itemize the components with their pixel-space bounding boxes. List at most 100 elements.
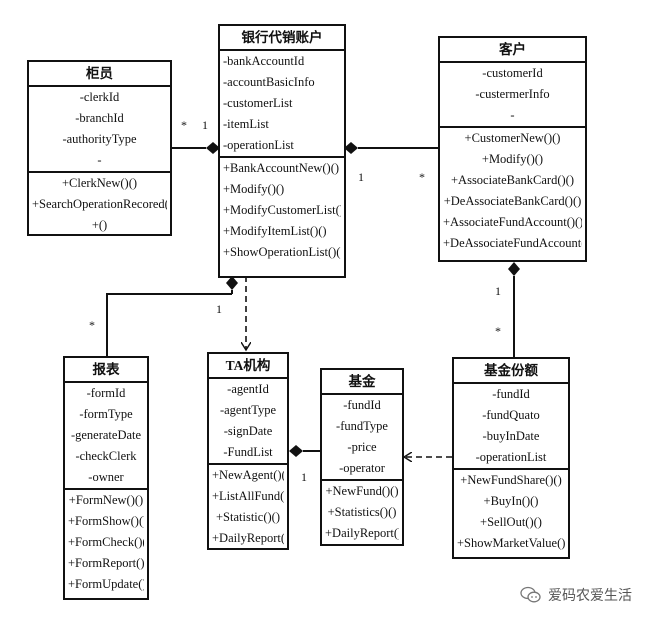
mult-customer-share-one: 1 xyxy=(495,284,501,298)
attribute-row: -operator xyxy=(339,461,385,475)
operation-row: +NewAgent()() xyxy=(212,468,284,482)
class-fund-share-name: 基金份额 xyxy=(454,359,568,384)
class-teller[interactable]: 柜员 -clerkId-branchId-authorityType- +Cle… xyxy=(27,60,172,236)
attribute-row: -owner xyxy=(88,470,124,484)
attribute-row: -itemList xyxy=(223,117,269,131)
operation-row: +ModifyCustomerList()() xyxy=(223,203,341,217)
class-customer-name: 客户 xyxy=(440,38,585,63)
attribute-row: -custermerInfo xyxy=(475,87,550,101)
report-bank-diamond xyxy=(226,276,238,290)
class-fund[interactable]: 基金 -fundId -fundType -price -operator +NewF… xyxy=(320,368,404,546)
attribute-row: - xyxy=(97,153,102,167)
operation-row: +() xyxy=(91,218,108,232)
attribute-row: -fundId xyxy=(492,387,530,401)
class-report-operations: +FormNew()()+FormShow()()+FormCheck()()+… xyxy=(65,490,147,595)
watermark: 爱码农爱生活 xyxy=(520,585,632,605)
class-fund-name: 基金 xyxy=(322,370,402,395)
class-teller-name: 柜员 xyxy=(29,62,170,87)
chat-bubble-icon xyxy=(520,586,542,604)
class-bank-account[interactable]: 银行代销账户 -bankAccountId -accountBasicInfo -c… xyxy=(218,24,346,278)
operation-row: +SellOut()() xyxy=(480,515,542,529)
operation-row: +ShowOperationList()() xyxy=(223,245,341,259)
operation-row: +FormUpdate()() xyxy=(68,577,144,591)
attribute-row: -agentType xyxy=(219,403,277,417)
class-ta-agency[interactable]: TA机构 -agentId -agentType -signDate -FundLis… xyxy=(207,352,289,550)
class-report[interactable]: 报表 -formId-formType-generateDate-checkCl… xyxy=(63,356,149,600)
class-fund-operations: +NewFund()() +Statistics()() +DailyReport(… xyxy=(322,481,402,544)
customer-share-diamond xyxy=(508,262,520,276)
class-ta-agency-name: TA机构 xyxy=(209,354,287,379)
mult-customer-one: 1 xyxy=(358,170,364,184)
attribute-row: -fundId xyxy=(343,398,381,412)
operation-row: +Modify()() xyxy=(481,152,544,166)
teller-bank-diamond xyxy=(206,142,220,154)
mult-ta-fund: 1 xyxy=(301,470,307,484)
class-ta-agency-attributes: -agentId -agentType -signDate -FundList xyxy=(209,379,287,465)
operation-row: +ShowMarketValue()() xyxy=(457,536,565,550)
mult-share-star: * xyxy=(495,324,501,338)
operation-row: +BankAccountNew()() xyxy=(223,161,340,175)
attribute-row: -customerList xyxy=(223,96,293,110)
operation-row: +CustomerNew()() xyxy=(464,131,561,145)
operation-row: +DeAssociateFundAccount()() xyxy=(443,236,582,250)
attribute-row: -customerId xyxy=(482,66,543,80)
class-report-name: 报表 xyxy=(65,358,147,383)
operation-row: +DailyReport() xyxy=(212,531,284,545)
attribute-row: -bankAccountId xyxy=(223,54,305,68)
attribute-row: -buyInDate xyxy=(482,429,540,443)
class-ta-agency-operations: +NewAgent()() +ListAllFund()() +Statistic(… xyxy=(209,465,287,549)
class-customer-operations: +CustomerNew()() +Modify()() +AssociateBan… xyxy=(440,128,585,254)
operation-row: +SearchOperationRecored()() xyxy=(32,197,167,211)
attribute-row: -accountBasicInfo xyxy=(223,75,315,89)
operation-row: +FormNew()() xyxy=(68,493,144,507)
attribute-row: -operationList xyxy=(223,138,294,152)
operation-row: +NewFund()() xyxy=(325,484,399,498)
mult-report-star: * xyxy=(89,318,95,332)
operation-row: +FormCheck()() xyxy=(68,535,144,549)
class-report-attributes: -formId-formType-generateDate-checkClerk… xyxy=(65,383,147,490)
attribute-row: -formId xyxy=(86,386,126,400)
class-teller-operations: +ClerkNew()() +SearchOperationRecored()()… xyxy=(29,173,170,236)
attribute-row: -price xyxy=(347,440,377,454)
attribute-row: -branchId xyxy=(75,111,124,125)
class-fund-share[interactable]: 基金份额 -fundId -fundQuato -buyInDate -operati… xyxy=(452,357,570,559)
attribute-row: -agentId xyxy=(227,382,269,396)
attribute-row: -FundList xyxy=(223,445,273,459)
attribute-row: -operationList xyxy=(475,450,547,464)
operation-row: +Modify()() xyxy=(223,182,285,196)
mult-teller-star: * xyxy=(181,118,187,132)
attribute-row: -fundType xyxy=(336,419,388,433)
attribute-row: -authorityType xyxy=(62,132,137,146)
mult-teller-one: 1 xyxy=(202,118,208,132)
operation-row: +ModifyItemList()() xyxy=(223,224,327,238)
class-fund-attributes: -fundId -fundType -price -operator xyxy=(322,395,402,481)
class-bank-account-name: 银行代销账户 xyxy=(220,26,344,51)
operation-row: +Statistics()() xyxy=(327,505,397,519)
operation-row: +AssociateFundAccount()() xyxy=(443,215,582,229)
class-bank-account-operations: +BankAccountNew()() +Modify()() +ModifyCus… xyxy=(220,158,344,263)
report-bank-association xyxy=(106,293,232,357)
operation-row: +DeAssociateBankCard()() xyxy=(443,194,582,208)
class-bank-account-attributes: -bankAccountId -accountBasicInfo -customer… xyxy=(220,51,344,158)
ta-fund-diamond xyxy=(289,445,303,457)
attribute-row: -fundQuato xyxy=(482,408,540,422)
operation-row: +Statistic()() xyxy=(216,510,280,524)
mult-customer-star: * xyxy=(419,170,425,184)
operation-row: +AssociateBankCard()() xyxy=(451,173,574,187)
attribute-row: - xyxy=(510,108,515,122)
class-customer[interactable]: 客户 -customerId -custermerInfo - +CustomerN… xyxy=(438,36,587,262)
operation-row: +BuyIn()() xyxy=(483,494,539,508)
attribute-row: -formType xyxy=(79,407,133,421)
watermark-text: 爱码农爱生活 xyxy=(548,588,632,604)
operation-row: +DailyReport()() xyxy=(325,526,399,540)
class-customer-attributes: -customerId -custermerInfo - xyxy=(440,63,585,128)
operation-row: +FormReport()() xyxy=(68,556,144,570)
attribute-row: -checkClerk xyxy=(75,449,137,463)
class-fund-share-attributes: -fundId -fundQuato -buyInDate -operationLis… xyxy=(454,384,568,470)
operation-row: +NewFundShare()() xyxy=(460,473,562,487)
operation-row: +ListAllFund()() xyxy=(212,489,284,503)
attribute-row: -signDate xyxy=(223,424,273,438)
class-teller-attributes: -clerkId-branchId-authorityType- xyxy=(29,87,170,173)
operation-row: +ClerkNew()() xyxy=(61,176,138,190)
